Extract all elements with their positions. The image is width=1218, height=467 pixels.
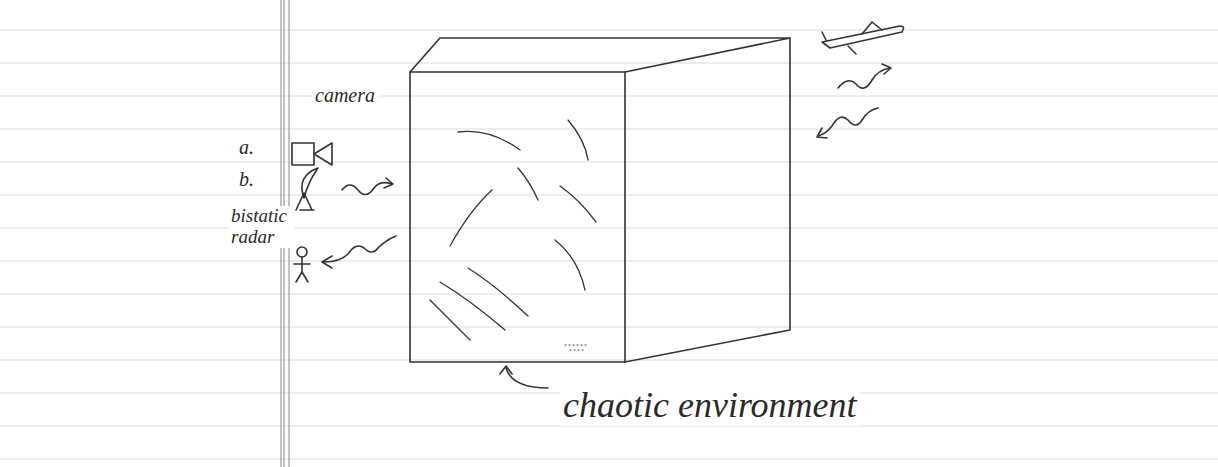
item-letter: a. [236,136,257,158]
airplane [822,22,904,54]
note-label: chaotic environment [560,386,860,426]
ruled-lines [0,30,1218,459]
caption-label: camera [312,84,378,106]
stick-figure [294,247,310,282]
item-letter: b. [236,168,257,190]
dots [565,345,588,350]
pointer-arrow [500,366,548,388]
cube [410,38,790,362]
radar-dish [296,168,318,210]
chaos-curves [430,120,596,340]
wave-arrows [322,64,891,268]
camera-icon [292,143,332,165]
item-label: bistatic radar [228,206,294,248]
